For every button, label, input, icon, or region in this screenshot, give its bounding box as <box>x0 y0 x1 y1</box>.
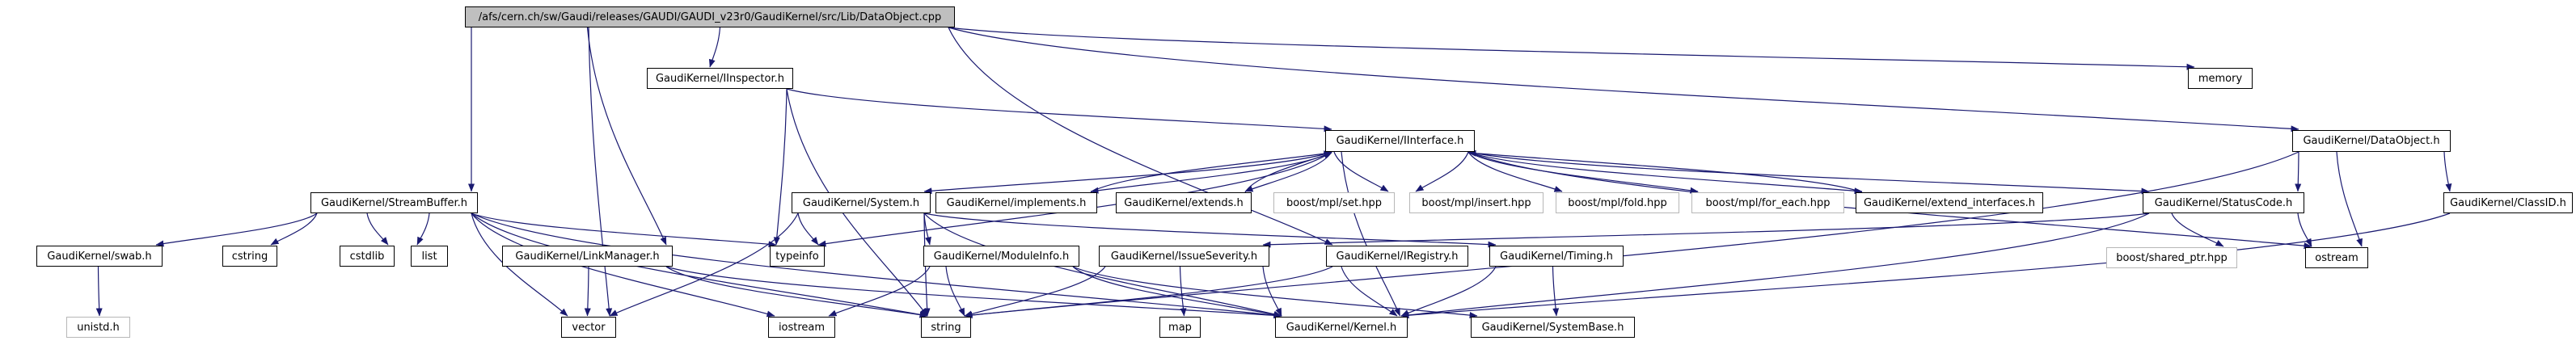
graph-node-iinspector[interactable]: GaudiKernel/IInspector.h <box>647 68 793 89</box>
graph-node-iregistry[interactable]: GaudiKernel/IRegistry.h <box>1326 246 1468 267</box>
graph-node-mpl_for_each[interactable]: boost/mpl/for_each.hpp <box>1691 192 1844 213</box>
graph-node-timing[interactable]: GaudiKernel/Timing.h <box>1489 246 1624 267</box>
graph-node-unistd[interactable]: unistd.h <box>66 317 130 338</box>
graph-node-root[interactable]: /afs/cern.ch/sw/Gaudi/releases/GAUDI/GAU… <box>465 6 955 27</box>
graph-node-map[interactable]: map <box>1159 317 1201 338</box>
graph-node-cstdlib[interactable]: cstdlib <box>340 246 395 267</box>
graph-node-classid[interactable]: GaudiKernel/ClassID.h <box>2443 192 2573 213</box>
graph-node-swab[interactable]: GaudiKernel/swab.h <box>36 246 163 267</box>
graph-node-kernel[interactable]: GaudiKernel/Kernel.h <box>1275 317 1408 338</box>
graph-node-cstring[interactable]: cstring <box>222 246 277 267</box>
graph-node-list[interactable]: list <box>411 246 448 267</box>
graph-node-mpl_fold[interactable]: boost/mpl/fold.hpp <box>1556 192 1679 213</box>
graph-node-issueseverity[interactable]: GaudiKernel/IssueSeverity.h <box>1099 246 1269 267</box>
graph-node-system[interactable]: GaudiKernel/System.h <box>792 192 931 213</box>
graph-node-string[interactable]: string <box>921 317 971 338</box>
graph-node-statuscode[interactable]: GaudiKernel/StatusCode.h <box>2143 192 2304 213</box>
graph-node-iostream[interactable]: iostream <box>768 317 835 338</box>
graph-node-linkmanager[interactable]: GaudiKernel/LinkManager.h <box>502 246 673 267</box>
graph-node-extend_interfaces[interactable]: GaudiKernel/extend_interfaces.h <box>1856 192 2043 213</box>
graph-node-streambuffer[interactable]: GaudiKernel/StreamBuffer.h <box>310 192 478 213</box>
graph-node-extends[interactable]: GaudiKernel/extends.h <box>1116 192 1252 213</box>
graph-node-iinterface[interactable]: GaudiKernel/IInterface.h <box>1325 130 1475 152</box>
graph-node-dataobject_h[interactable]: GaudiKernel/DataObject.h <box>2292 130 2451 152</box>
graph-node-ostream[interactable]: ostream <box>2305 247 2368 268</box>
graph-node-mpl_insert[interactable]: boost/mpl/insert.hpp <box>1409 192 1543 213</box>
graph-node-systembase[interactable]: GaudiKernel/SystemBase.h <box>1471 317 1635 338</box>
graph-node-implements[interactable]: GaudiKernel/implements.h <box>935 192 1097 213</box>
graph-node-moduleinfo[interactable]: GaudiKernel/ModuleInfo.h <box>923 246 1079 267</box>
graph-node-vector[interactable]: vector <box>561 317 616 338</box>
graph-node-mpl_set[interactable]: boost/mpl/set.hpp <box>1273 192 1395 213</box>
graph-node-memory[interactable]: memory <box>2188 68 2253 89</box>
graph-node-shared_ptr[interactable]: boost/shared_ptr.hpp <box>2106 247 2237 268</box>
graph-node-typeinfo[interactable]: typeinfo <box>770 246 825 267</box>
